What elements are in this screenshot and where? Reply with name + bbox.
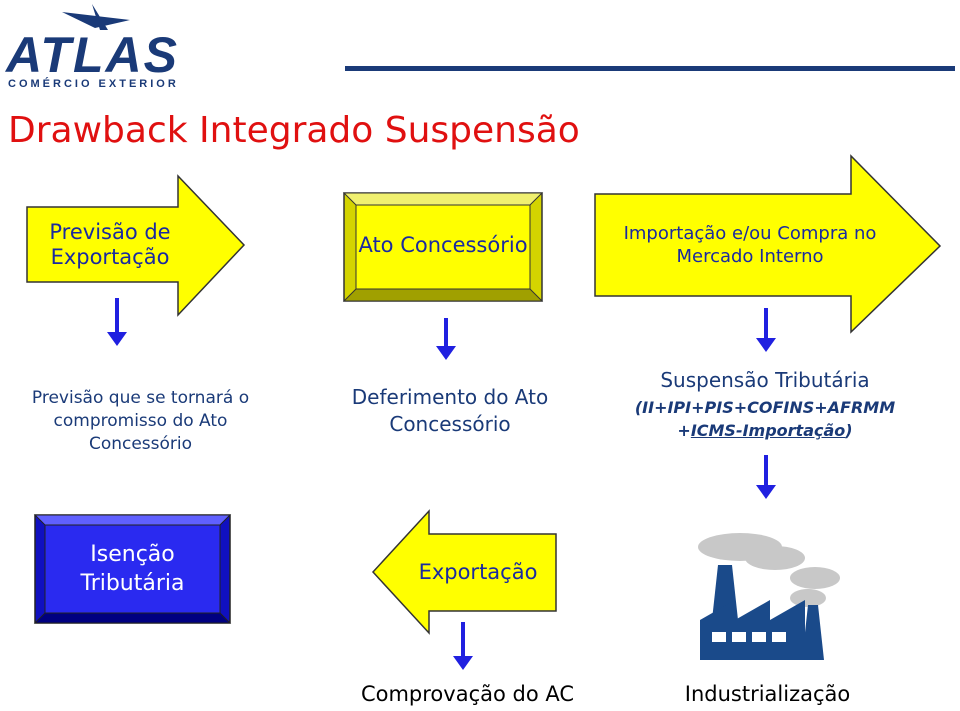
suspensao-taxes-line2: +ICMS-Importação) xyxy=(600,421,930,440)
isencao-box xyxy=(33,514,232,624)
exportacao-arrow xyxy=(371,509,557,635)
header-divider xyxy=(345,66,955,71)
importacao-arrow xyxy=(594,154,942,334)
industrializacao-label: Industrialização xyxy=(684,682,851,706)
deferimento-label: Deferimento do Ato Concessório xyxy=(351,385,549,436)
suspensao-taxes-line1: (II+IPI+PIS+COFINS+AFRMM xyxy=(634,398,896,417)
down-arrow-icon xyxy=(107,298,776,670)
logo-subtitle: COMÉRCIO EXTERIOR xyxy=(8,78,179,90)
previsao-exportacao-arrow xyxy=(26,174,246,317)
comprovacao-label: Comprovação do AC xyxy=(360,682,575,706)
logo-name: ATLAS xyxy=(6,27,179,83)
previsao-exportacao-label: Previsão de Exportação xyxy=(49,220,171,269)
factory-icon xyxy=(698,533,840,660)
previsao-compromisso-label: Previsão que se tornará o compromisso do… xyxy=(31,387,250,454)
importacao-label: Importação e/ou Compra no Mercado Intern… xyxy=(623,223,877,267)
ato-concessorio-box xyxy=(342,192,544,302)
isencao-label: Isenção Tributária xyxy=(80,542,185,596)
icms-importacao-text: ICMS-Importação xyxy=(690,421,846,440)
airplane-logo-icon xyxy=(62,4,130,30)
exportacao-label: Exportação xyxy=(418,560,538,584)
suspensao-close-paren: ) xyxy=(845,421,853,440)
suspensao-title: Suspensão Tributária xyxy=(660,368,870,392)
ato-concessorio-label: Ato Concessório xyxy=(358,232,528,257)
page-title: Drawback Integrado Suspensão xyxy=(8,110,580,151)
suspensao-plus: + xyxy=(677,421,691,440)
